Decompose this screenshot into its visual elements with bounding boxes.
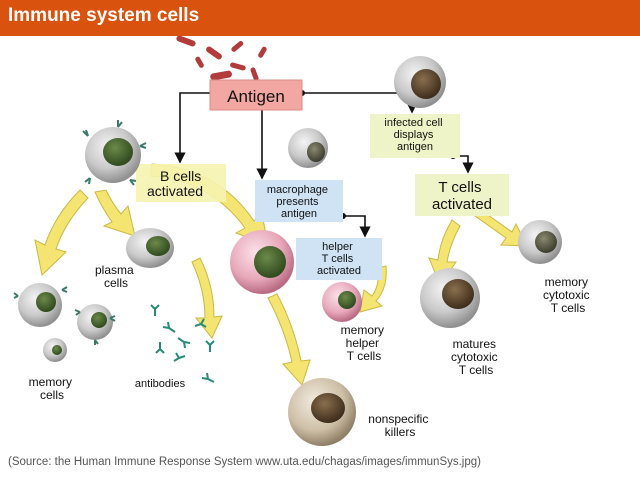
bacterium-icon (176, 36, 196, 47)
plasma-cell (126, 228, 174, 268)
bacterium-icon (206, 46, 222, 60)
mature-cytotoxic-cell (420, 268, 480, 328)
antibody-icons (150, 304, 215, 383)
b-cells-box (136, 164, 226, 202)
antigen-label: Antigen (227, 87, 285, 106)
bacterium-icon (231, 40, 244, 52)
macrophage-label: macrophage presents antigen (267, 184, 331, 220)
infected-cell-label: infected cell displays antigen (384, 117, 445, 153)
mature-cytotoxic-nucleus (442, 279, 474, 309)
antibody-icon (150, 304, 160, 316)
arrow-helper-to-killers (267, 293, 311, 386)
line-antigen-to-infected (302, 92, 418, 114)
bacterium-icon (250, 67, 259, 81)
line-macrophage-to-helper (343, 215, 371, 238)
bacterium-icon (230, 62, 246, 71)
t-cells-label: T cells activated (432, 179, 492, 213)
memory-helper-cell (322, 282, 362, 322)
antibody-icon (177, 337, 191, 349)
arrow-plasma-to-antibodies (191, 257, 223, 339)
memory-cells-label: memory cells (29, 375, 76, 402)
antibody-icon (173, 352, 186, 362)
b-cell-receptors (82, 120, 147, 186)
nonspecific-killers-label: nonspecific killers (368, 412, 431, 439)
memory-helper-label: memory helper T cells (341, 323, 388, 363)
bacterium-icon (210, 70, 232, 81)
infected-cell (394, 56, 446, 108)
arrow-bcell-to-plasma (94, 189, 136, 237)
antibody-icon (162, 321, 176, 333)
infected-cell-box (370, 114, 460, 158)
helper-t-cells-box (296, 238, 382, 280)
line-infected-to-tcells (453, 155, 474, 174)
antibody-icon (194, 318, 207, 328)
antibody-icon (201, 372, 215, 383)
plasma-cell-nucleus (146, 236, 170, 256)
memory-b-cells (13, 283, 116, 362)
memory-cytotoxic-label: memory cytotoxic T cells (543, 275, 593, 315)
header-bar: Immune system cells (0, 0, 640, 36)
nonspecific-killer-cell (288, 378, 356, 446)
bacterium-icon (258, 46, 267, 58)
antigen-box (209, 79, 303, 111)
antigen-bacteria (176, 36, 267, 81)
b-cell-nucleus (103, 138, 133, 166)
helper-t-cells-label: helper T cells activated (317, 241, 361, 277)
memory-cytotoxic-cell (518, 220, 562, 264)
line-antigen-to-bcells (174, 92, 210, 164)
b-cell (82, 120, 147, 186)
t-cells-box (415, 174, 509, 216)
antibody-icon (155, 342, 165, 354)
page-title: Immune system cells (8, 5, 200, 26)
source-citation: (Source: the Human Immune Response Syste… (8, 456, 481, 468)
immune-cells-diagram: Antigen B cells activated macrophage pre… (13, 36, 593, 446)
helper-t-cell (230, 230, 294, 294)
b-cells-label: B cells activated (147, 168, 205, 199)
killer-cell-nucleus (311, 393, 345, 423)
helper-t-cell-nucleus (254, 246, 286, 278)
macrophage-box (255, 180, 343, 222)
antibody-icon (205, 340, 215, 352)
arrow-bcell-to-memory (34, 189, 89, 276)
memory-helper-nucleus (338, 291, 356, 309)
macrophage-nucleus (307, 142, 325, 162)
infected-cell-nucleus (411, 69, 441, 99)
antibodies-label: antibodies (135, 378, 186, 390)
macrophage-cell (288, 128, 328, 168)
matures-cytotoxic-label: matures cytotoxic T cells (451, 337, 501, 377)
memory-cytotoxic-nucleus (535, 231, 557, 253)
plasma-cells-label: plasma cells (95, 263, 137, 290)
bacterium-icon (195, 56, 204, 68)
